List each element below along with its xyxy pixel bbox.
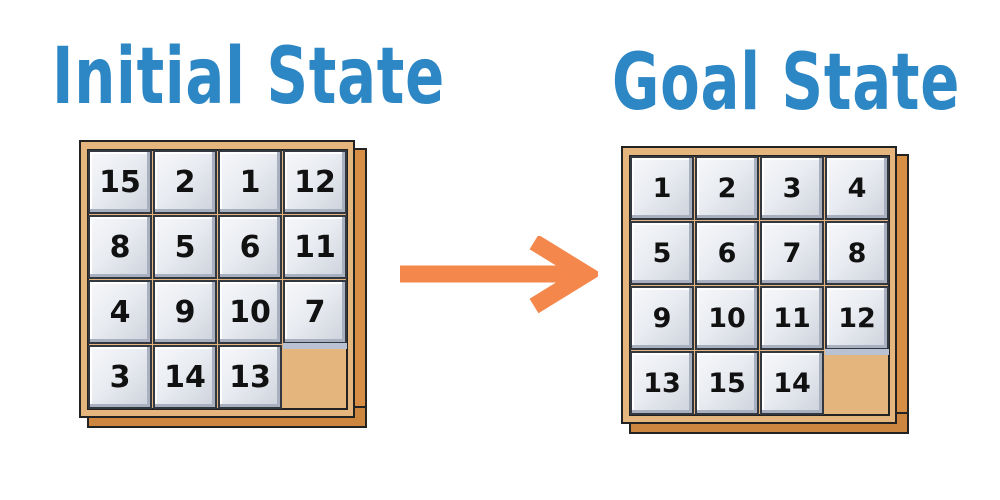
puzzle-tile[interactable]: 3	[88, 345, 152, 409]
puzzle-tile[interactable]: 14	[153, 345, 217, 409]
puzzle-tile[interactable]: 14	[760, 351, 824, 415]
initial-state-title: Initial State	[52, 32, 446, 122]
puzzle-tile[interactable]: 4	[88, 280, 152, 344]
puzzle-tile[interactable]: 7	[283, 280, 347, 344]
empty-slot	[825, 349, 889, 355]
puzzle-tile[interactable]: 15	[88, 150, 152, 214]
arrow-head	[529, 236, 598, 314]
puzzle-tile[interactable]: 8	[825, 221, 889, 285]
puzzle-tile[interactable]: 3	[760, 156, 824, 220]
puzzle-tile[interactable]: 8	[88, 215, 152, 279]
puzzle-tile[interactable]: 1	[630, 156, 694, 220]
puzzle-tile[interactable]: 6	[695, 221, 759, 285]
puzzle-tile[interactable]: 11	[760, 286, 824, 350]
puzzle-tile[interactable]: 1	[218, 150, 282, 214]
puzzle-tile[interactable]: 12	[283, 150, 347, 214]
puzzle-tile[interactable]: 10	[218, 280, 282, 344]
puzzle-tile[interactable]: 9	[630, 286, 694, 350]
puzzle-tile[interactable]: 4	[825, 156, 889, 220]
goal-state-title: Goal State	[612, 38, 961, 128]
puzzle-tile[interactable]: 2	[695, 156, 759, 220]
puzzle-tile[interactable]: 13	[630, 351, 694, 415]
puzzle-tile[interactable]: 15	[695, 351, 759, 415]
empty-slot	[283, 343, 347, 349]
puzzle-tile[interactable]: 7	[760, 221, 824, 285]
puzzle-tile[interactable]: 9	[153, 280, 217, 344]
puzzle-tile[interactable]: 5	[630, 221, 694, 285]
puzzle-tile[interactable]: 6	[218, 215, 282, 279]
right-arrow-icon	[400, 236, 598, 314]
puzzle-tile[interactable]: 12	[825, 286, 889, 350]
puzzle-tile[interactable]: 13	[218, 345, 282, 409]
puzzle-tile[interactable]: 11	[283, 215, 347, 279]
puzzle-tile[interactable]: 10	[695, 286, 759, 350]
puzzle-tile[interactable]: 2	[153, 150, 217, 214]
puzzle-tile[interactable]: 5	[153, 215, 217, 279]
